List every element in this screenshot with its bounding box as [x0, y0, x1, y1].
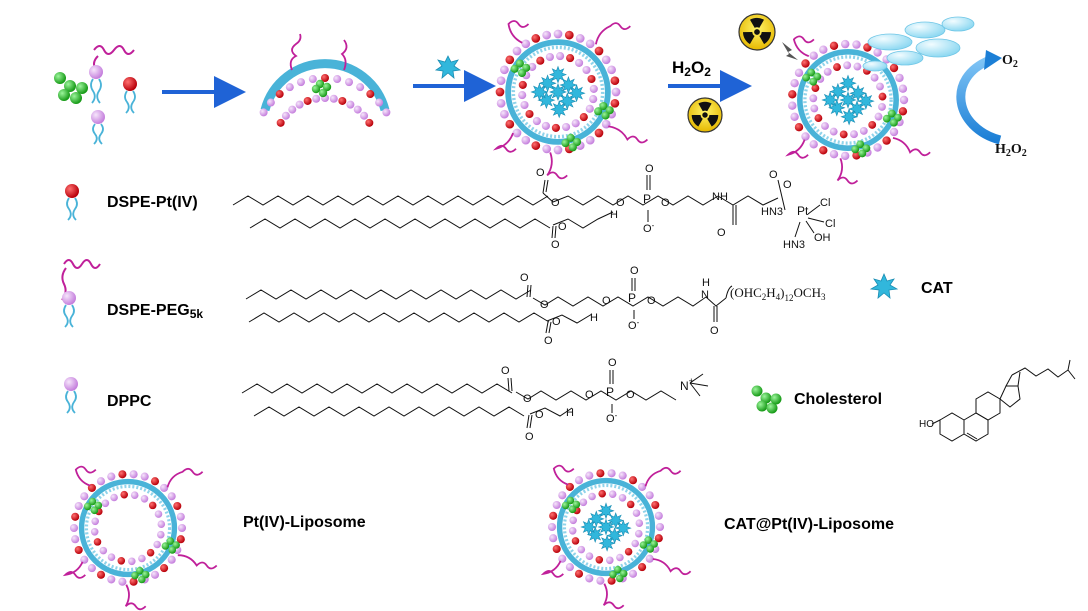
svg-text:O: O	[602, 295, 611, 307]
h2o2-product-label: H2O2	[995, 142, 1027, 159]
svg-text:Pt: Pt	[797, 204, 809, 218]
svg-text:O: O	[717, 227, 726, 239]
svg-text:H: H	[590, 312, 598, 324]
cat-liposome-process	[492, 20, 649, 180]
legend-dppc: DPPC	[64, 377, 152, 414]
structure-dppc-text: O O H O O O P O O- O N+	[501, 357, 694, 443]
structure-dspe-peg-text: O O H O O O P O O- O H N O (OHC2H4)12OCH…	[520, 265, 826, 347]
svg-text:O: O	[769, 169, 778, 181]
fatty-chain	[241, 383, 513, 394]
process-row: H2O2 O2 H2O2	[54, 13, 1027, 185]
cholesterol-cluster-icon	[54, 72, 88, 104]
legend-dppc-label: DPPC	[107, 393, 152, 410]
svg-text:O: O	[608, 357, 617, 369]
peg-lipid-icon	[89, 45, 135, 104]
cat-small-icon	[434, 55, 462, 79]
svg-text:O: O	[661, 197, 670, 209]
fatty-chain	[248, 312, 550, 323]
radiation-icon	[687, 97, 723, 133]
cat-liposome-reacting	[785, 35, 931, 185]
svg-text:O: O	[558, 221, 567, 233]
pt-liposome-final	[62, 465, 218, 611]
oxygen-bubbles-icon	[862, 16, 975, 72]
catalysis-curve-arrowhead	[984, 50, 1002, 70]
dppc-lipid-icon	[91, 110, 105, 145]
svg-text:H: H	[566, 407, 574, 419]
pt-liposome-label: Pt(IV)-Liposome	[243, 514, 366, 531]
svg-text:O: O	[552, 316, 561, 328]
bilayer-fragment	[259, 33, 391, 127]
legend-cat-label: CAT	[921, 280, 953, 297]
choline-n: N+	[680, 376, 694, 393]
structure-dspe-pt	[232, 175, 779, 239]
svg-text:P: P	[643, 192, 651, 206]
cat-pt-liposome-final	[540, 464, 692, 610]
svg-text:O-: O-	[628, 318, 640, 332]
fatty-chain	[245, 289, 532, 300]
svg-text:O: O	[647, 295, 656, 307]
h2o2-reagent-label: H2O2	[672, 58, 711, 79]
radiation-icon-2	[738, 13, 776, 51]
structure-dspe-peg	[245, 278, 727, 334]
svg-text:O: O	[501, 365, 510, 377]
svg-text:O: O	[525, 431, 534, 443]
svg-text:O: O	[535, 409, 544, 421]
svg-text:O: O	[551, 239, 560, 251]
fatty-chain	[232, 195, 549, 206]
svg-text:O: O	[551, 197, 560, 209]
svg-text:O: O	[540, 299, 549, 311]
svg-text:O: O	[585, 389, 594, 401]
svg-text:O: O	[544, 335, 553, 347]
svg-text:O: O	[523, 393, 532, 405]
svg-text:NH: NH	[712, 191, 728, 203]
legend-cholesterol: Cholesterol	[751, 385, 882, 414]
svg-text:HN3: HN3	[761, 206, 783, 218]
legend-cholesterol-label: Cholesterol	[794, 391, 882, 408]
legend-dspe-pt-label: DSPE-Pt(IV)	[107, 194, 198, 211]
legend-dspe-peg-label: DSPE-PEG5k	[107, 302, 203, 321]
svg-text:O: O	[630, 265, 639, 277]
catalysis-curve-arrow	[956, 55, 1002, 145]
fatty-chain	[249, 218, 551, 229]
svg-text:O: O	[536, 167, 545, 179]
cholesterol-ho: HO	[919, 419, 934, 430]
svg-text:O: O	[520, 272, 529, 284]
lightning-icon	[782, 42, 798, 60]
svg-text:O: O	[783, 179, 792, 191]
cat-pt-liposome-label: CAT@Pt(IV)-Liposome	[724, 516, 894, 533]
svg-text:O: O	[616, 197, 625, 209]
legend-cat: CAT	[869, 272, 953, 299]
svg-text:H: H	[610, 209, 618, 221]
svg-text:O: O	[626, 389, 635, 401]
svg-text:P: P	[606, 385, 614, 399]
svg-text:Cl: Cl	[820, 197, 830, 209]
cholesterol-structure	[931, 359, 1076, 442]
svg-text:HN3: HN3	[783, 239, 805, 251]
svg-text:N: N	[701, 289, 709, 301]
fatty-chain	[253, 406, 525, 417]
svg-text:O: O	[645, 163, 654, 175]
svg-text:O-: O-	[606, 411, 618, 425]
peg-formula: (OHC2H4)12OCH3	[730, 285, 826, 303]
legend-dspe-peg: DSPE-PEG5k	[61, 259, 203, 328]
pt-lipid-icon	[123, 77, 137, 114]
svg-text:H: H	[702, 277, 710, 289]
svg-text:P: P	[628, 291, 636, 305]
svg-text:OH: OH	[814, 232, 831, 244]
structure-dspe-pt-text: O O H O O O P O O- O NH O O O HN3 Pt Cl …	[536, 163, 835, 251]
o2-label: O2	[1002, 53, 1018, 70]
svg-text:O-: O-	[643, 221, 655, 235]
svg-text:O: O	[710, 325, 719, 337]
structure-dppc	[241, 370, 709, 429]
svg-text:Cl: Cl	[825, 218, 835, 230]
legend-dspe-pt: DSPE-Pt(IV)	[65, 184, 198, 221]
